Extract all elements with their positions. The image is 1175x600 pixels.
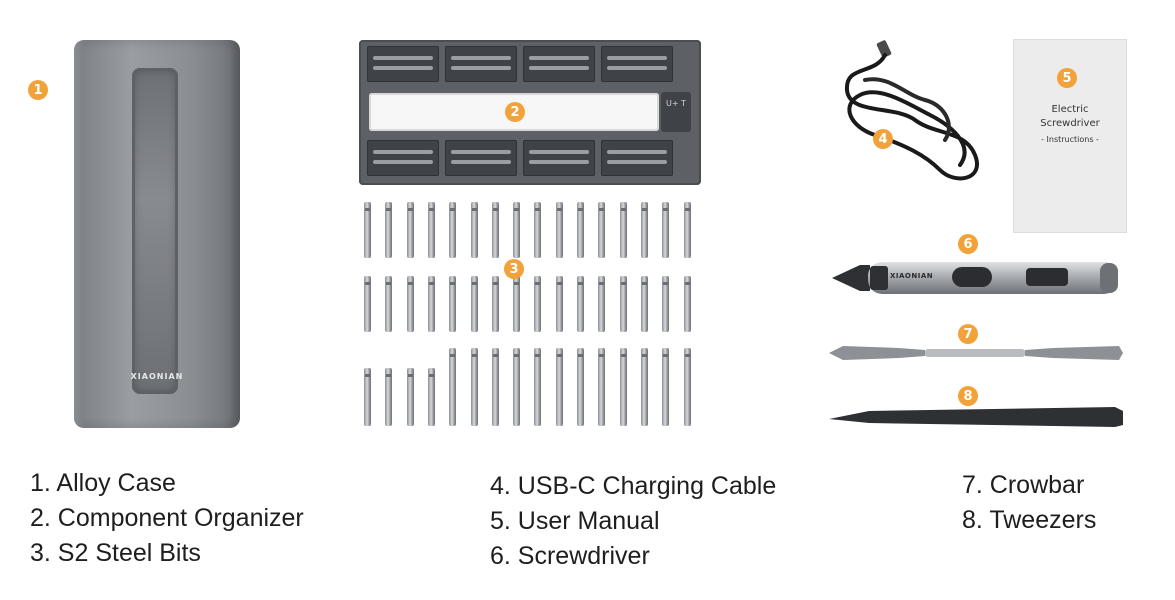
steel-bit (577, 202, 584, 258)
crowbar-image (829, 346, 1123, 360)
user-manual-image: 5 Electric Screwdriver - Instructions - (1014, 40, 1126, 232)
steel-bit (662, 348, 670, 426)
steel-bit (449, 348, 457, 426)
legend-item-usb-c-cable: 4. USB-C Charging Cable (490, 472, 777, 500)
usb-c-cable-image (844, 40, 979, 181)
organizer-side-label: U+ T (661, 92, 691, 132)
legend-item-screwdriver: 6. Screwdriver (490, 542, 650, 570)
steel-bit (598, 276, 606, 332)
legend-column-1: 1. Alloy Case 2. Component Organizer 3. … (30, 466, 304, 571)
manual-title-line2: Screwdriver (1040, 118, 1100, 129)
legend-item-s2-steel-bits: 3. S2 Steel Bits (30, 539, 201, 567)
steel-bit (513, 348, 521, 426)
steel-bit (364, 276, 371, 332)
badge-1: 1 (28, 80, 48, 100)
badge-8: 8 (958, 386, 978, 406)
steel-bit (619, 276, 627, 332)
steel-bit (683, 348, 691, 426)
steel-bit (598, 202, 606, 258)
case-window (132, 68, 178, 394)
steel-bit (534, 202, 542, 258)
steel-bit (577, 348, 584, 426)
steel-bit (427, 368, 435, 426)
steel-bit (513, 202, 521, 258)
steel-bit (640, 202, 648, 258)
badge-6: 6 (958, 234, 978, 254)
steel-bit (427, 276, 435, 332)
manual-title-line1: Electric (1051, 104, 1089, 115)
steel-bit (619, 202, 627, 258)
badge-7: 7 (958, 324, 978, 344)
legend-item-user-manual: 5. User Manual (490, 507, 660, 535)
screwdriver-brand-text: XIAONIAN (890, 272, 934, 280)
legend-column-2: 4. USB-C Charging Cable 5. User Manual 6… (490, 469, 776, 574)
steel-bit (406, 368, 414, 426)
steel-bit (385, 368, 393, 426)
screwdriver-image (832, 262, 1118, 294)
steel-bit (427, 202, 435, 258)
steel-bit (683, 276, 691, 332)
steel-bit (491, 202, 499, 258)
steel-bit (662, 276, 670, 332)
steel-bit (406, 202, 414, 258)
steel-bit (555, 276, 563, 332)
steel-bit (555, 348, 563, 426)
steel-bit (534, 276, 542, 332)
legend-item-tweezers: 8. Tweezers (962, 506, 1097, 534)
legend-column-3: 7. Crowbar 8. Tweezers (962, 468, 1096, 538)
steel-bit (385, 276, 393, 332)
steel-bit (577, 276, 584, 332)
steel-bit (491, 276, 499, 332)
steel-bit (470, 202, 478, 258)
badge-2: 2 (505, 102, 525, 122)
badge-3: 3 (504, 259, 524, 279)
steel-bit (449, 276, 457, 332)
steel-bit (470, 276, 478, 332)
manual-subtitle: - Instructions - (1041, 135, 1099, 144)
steel-bit (449, 202, 457, 258)
tweezers-image (829, 407, 1123, 427)
steel-bit (470, 348, 478, 426)
badge-4: 4 (873, 129, 893, 149)
steel-bit (513, 276, 521, 332)
alloy-case-image: XIAONIAN (74, 40, 240, 428)
component-organizer-image: U+ T (359, 40, 701, 185)
steel-bit (598, 348, 606, 426)
steel-bit (364, 202, 371, 258)
steel-bit (491, 348, 499, 426)
steel-bit (619, 348, 627, 426)
steel-bit (640, 276, 648, 332)
steel-bit (385, 202, 393, 258)
case-brand-text: XIAONIAN (130, 372, 184, 381)
steel-bit (364, 368, 371, 426)
legend-item-alloy-case: 1. Alloy Case (30, 469, 176, 497)
steel-bit (662, 202, 670, 258)
badge-5: 5 (1057, 68, 1077, 88)
steel-bit (683, 202, 691, 258)
steel-bit (555, 202, 563, 258)
legend-item-crowbar: 7. Crowbar (962, 471, 1085, 499)
steel-bit (534, 348, 542, 426)
steel-bit (406, 276, 414, 332)
steel-bit (640, 348, 648, 426)
legend-item-component-organizer: 2. Component Organizer (30, 504, 304, 532)
